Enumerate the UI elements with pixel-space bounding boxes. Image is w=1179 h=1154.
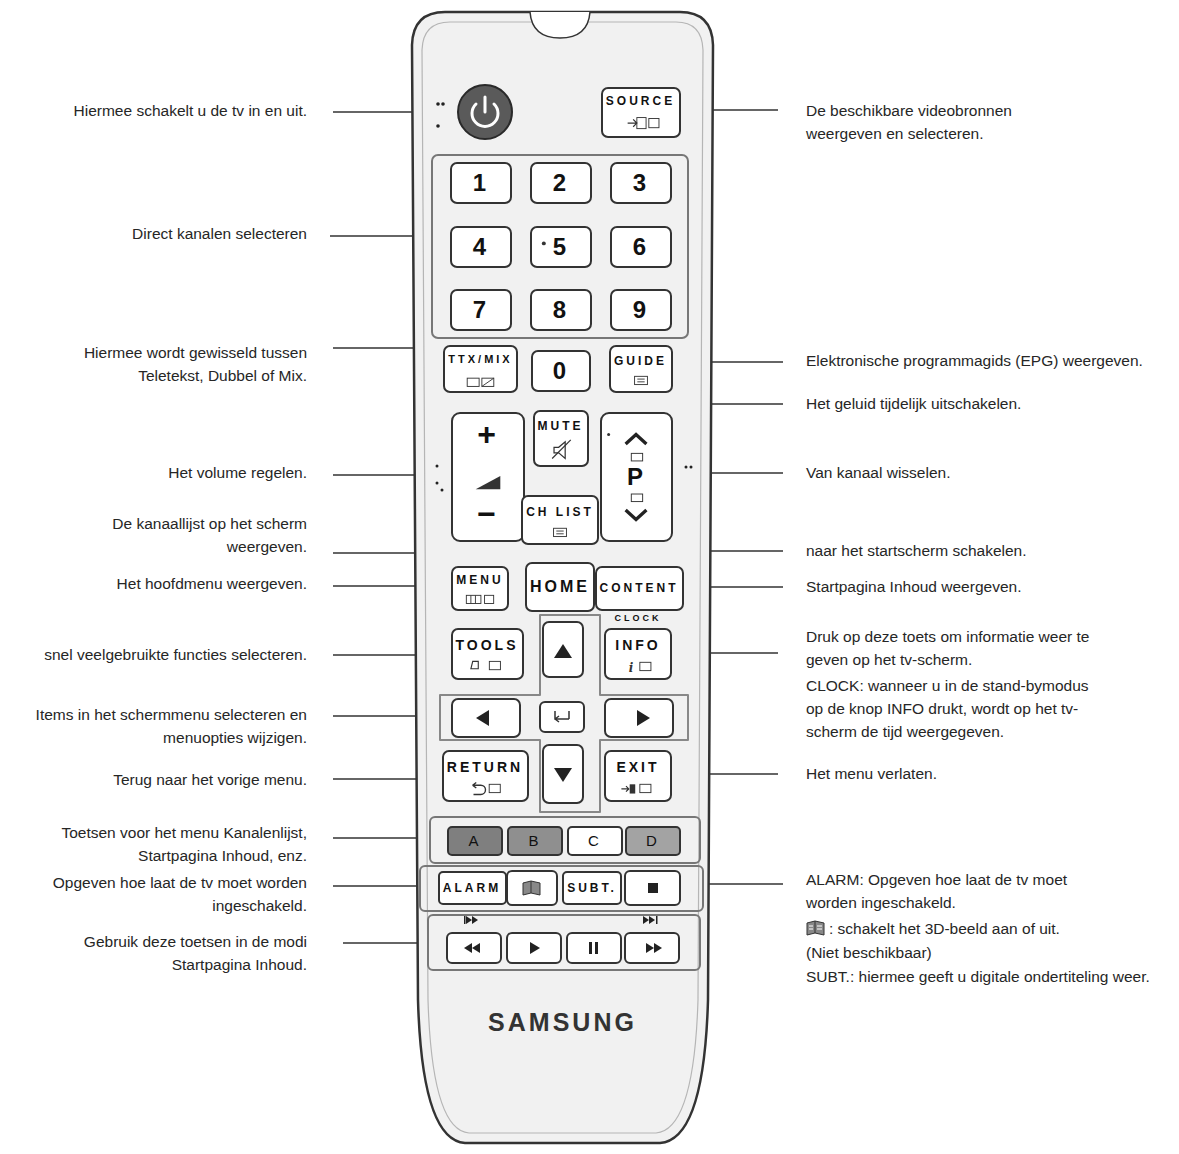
button-label: EXIT (616, 760, 659, 775)
remote-button: EXIT (604, 750, 672, 802)
button-label: 9 (633, 297, 649, 322)
remote-button: +− (451, 412, 525, 542)
callout-text: Hiermee wordt gewisseld tussen Teletekst… (57, 341, 307, 387)
button-label: + (477, 418, 499, 452)
callout-text: Elektronische programmagids (EPG) weerge… (806, 349, 1174, 372)
button-label: 4 (473, 234, 489, 259)
remote-button: B (507, 826, 563, 856)
button-label: RETURN (447, 760, 523, 775)
remote-button: SUBT. (562, 871, 622, 905)
callout-text: Opgeven hoe laat de tv moet worden inges… (22, 871, 307, 917)
button-label: 7 (473, 297, 489, 322)
button-label: 1 (473, 170, 489, 195)
remote-button: iCLOCKINFO (604, 628, 672, 680)
remote-button: CONTENT (595, 566, 684, 611)
remote-button: 2 (530, 162, 592, 204)
button-label: 3 (633, 170, 649, 195)
button-label: D (646, 833, 660, 849)
callout-text: SUBT.: hiermee geeft u digitale ondertit… (806, 965, 1151, 988)
button-label: SOURCE (606, 95, 675, 108)
button-label: MUTE (538, 420, 584, 433)
button-label: CLOCK (606, 614, 670, 623)
button-label: CONTENT (600, 582, 679, 595)
remote-button: 8 (530, 289, 592, 331)
button-icon (523, 497, 597, 543)
callout-text: De beschikbare videobronnen weergeven en… (806, 99, 1088, 145)
remote-button: D (625, 826, 681, 856)
remote-button: P (600, 412, 673, 542)
remote-button: 5 (530, 226, 592, 268)
callout-text: CLOCK: wanneer u in de stand-bymodus op … (806, 674, 1106, 743)
callout-text: Items in het schermmenu selecteren en me… (7, 703, 307, 749)
remote-button: 6 (610, 226, 672, 268)
button-label: − (477, 498, 499, 532)
callout-text: naar het startscherm schakelen. (806, 539, 1106, 562)
button-label: HOME (530, 579, 590, 596)
callout-text: Druk op deze toets om informatie weer te… (806, 625, 1116, 671)
button-label: 2 (553, 170, 569, 195)
brand-name: SAMSUNG (488, 1009, 637, 1035)
button-label: TTX/MIX (448, 354, 512, 366)
callout-text: ALARM: Opgeven hoe laat de tv moet worde… (806, 868, 1088, 914)
remote-button: C (567, 826, 623, 856)
button-label: 5 (553, 234, 569, 259)
callout-text: Startpagina Inhoud weergeven. (806, 575, 1106, 598)
button-label: 0 (553, 358, 569, 383)
callout-text: Gebruik deze toetsen in de modi Startpag… (52, 930, 307, 976)
callout-text: De kanaallijst op het scherm weergeven. (77, 512, 307, 558)
svg-text:i: i (629, 661, 636, 675)
callout-text: : schakelt het 3D-beeld aan of uit. (829, 917, 1159, 940)
button-label: CH LIST (526, 506, 594, 519)
callout-text: Terug naar het vorige menu. (67, 768, 307, 791)
remote-button: 9 (610, 289, 672, 331)
callout-text: (Niet beschikbaar) (806, 941, 1106, 964)
remote-button: RETURN (442, 750, 529, 802)
remote-button: 1 (450, 162, 512, 204)
callout-text: snel veelgebruikte functies selecteren. (7, 643, 307, 666)
remote-button: GUIDE (609, 345, 673, 393)
remote-button: A (447, 826, 503, 856)
callout-text: Van kanaal wisselen. (806, 461, 1056, 484)
button-label: A (468, 833, 481, 849)
button-label: INFO (615, 638, 660, 653)
callout-text: Het geluid tijdelijk uitschakelen. (806, 392, 1106, 415)
remote-button: TTX/MIX (443, 345, 518, 393)
button-label: 6 (633, 234, 649, 259)
remote-body: SAMSUNGSOURCE123456789TTX/MIX0GUIDE+−MUT… (410, 10, 715, 1145)
button-label: TOOLS (456, 638, 519, 653)
remote-button: MENU (451, 566, 509, 611)
remote-button: HOME (525, 562, 595, 612)
callout-text: Hiermee schakelt u de tv in en uit. (17, 99, 307, 122)
callout-text: Het hoofdmenu weergeven. (67, 572, 307, 595)
remote-button: 3 (610, 162, 672, 204)
button-label: B (528, 833, 541, 849)
callout-text: Direct kanalen selecteren (47, 222, 307, 245)
remote-button: CH LIST (521, 495, 599, 545)
remote-button: TOOLS (451, 628, 524, 680)
remote-button: 7 (450, 289, 512, 331)
button-label: SUBT. (567, 882, 617, 895)
remote-button: SOURCE (601, 87, 681, 138)
button-label: GUIDE (614, 355, 667, 368)
button-label: 8 (553, 297, 569, 322)
callout-text: Toetsen voor het menu Kanalenlijst, Star… (22, 821, 307, 867)
button-label: MENU (456, 574, 503, 587)
button-icon (611, 347, 671, 391)
3d-icon (807, 921, 824, 935)
remote-button: ALARM (438, 871, 507, 905)
callout-text: Het volume regelen. (107, 461, 307, 484)
remote-button: MUTE (533, 410, 589, 467)
button-label: P (627, 464, 646, 489)
remote-button: 0 (531, 350, 591, 392)
remote-button: 4 (450, 226, 512, 268)
callout-text: Het menu verlaten. (806, 762, 1056, 785)
button-label: ALARM (443, 882, 501, 895)
button-label: C (588, 833, 602, 849)
